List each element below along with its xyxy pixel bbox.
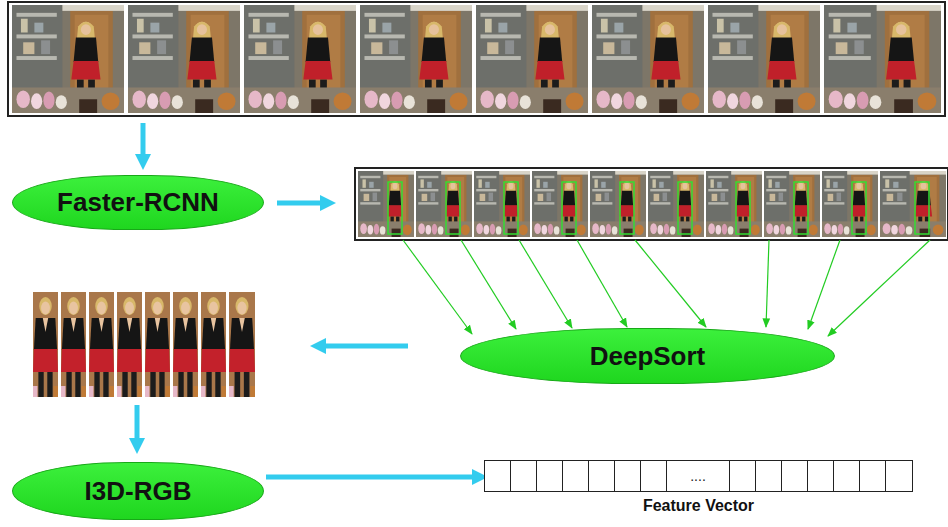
vector-cell [589,461,615,491]
vector-cell [860,461,886,491]
vector-cell [485,461,511,491]
vector-cell [537,461,563,491]
vector-cell [730,461,756,491]
vector-cell [615,461,641,491]
node-label: DeepSort [590,341,706,372]
vector-cell [756,461,782,491]
tracker-node: DeepSort [460,328,835,384]
vector-cell [563,461,589,491]
flow-arrow [266,475,480,480]
vector-cell: .... [667,461,730,491]
vector-cell [782,461,808,491]
vector-cell [886,461,912,491]
feature-extractor-node: I3D-RGB [12,462,264,520]
feature-vector-node: ....Feature Vector [484,460,913,492]
node-label: I3D-RGB [85,476,192,507]
vector-label: Feature Vector [485,497,912,515]
detector-node: Faster-RCNN [12,175,264,230]
node-label: Faster-RCNN [57,187,219,218]
ellipsis-text: .... [667,461,729,491]
vector-cell [511,461,537,491]
vector-cell [834,461,860,491]
vector-cell [808,461,834,491]
vector-cell [641,461,667,491]
